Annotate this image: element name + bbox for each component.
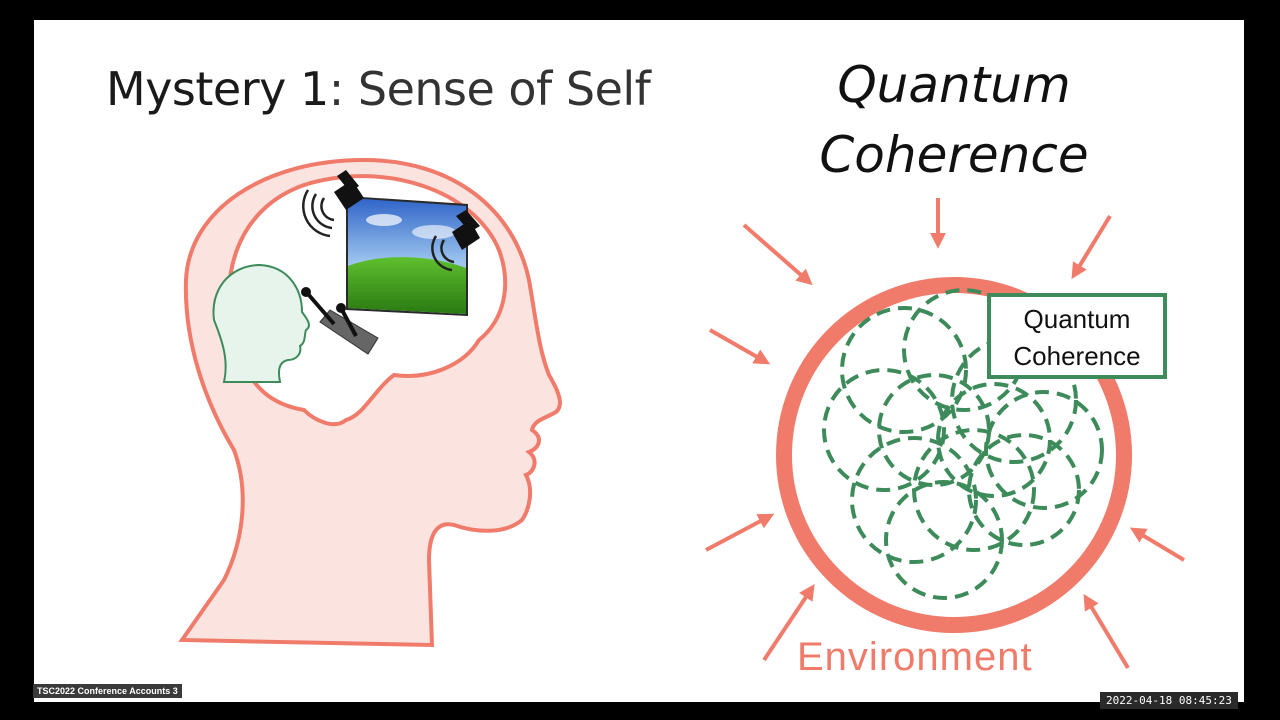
landscape-picture: [346, 196, 468, 316]
quantum-coherence-box: Quantum Coherence: [987, 293, 1167, 379]
slide-title-bold: Mystery 1: [106, 62, 329, 116]
quantum-coherence-heading: Quantum Coherence: [819, 56, 1089, 184]
participant-name-tag: TSC2022 Conference Accounts 3: [33, 684, 182, 698]
slide-title-rest: : Sense of Self: [328, 62, 651, 116]
environment-boundary: [776, 277, 1132, 633]
environment-arrows: [705, 198, 1186, 670]
slide-illustrations: [178, 157, 1186, 670]
presentation-slide: Mystery 1: Sense of Self Quantum Coheren…: [34, 20, 1244, 702]
slide-title: Mystery 1: Sense of Self: [106, 62, 651, 116]
recording-timestamp: 2022-04-18 08:45:23: [1100, 692, 1238, 709]
coherence-diagram: [705, 198, 1186, 670]
speaker-icon: [302, 170, 364, 238]
joystick-icon: [301, 287, 379, 355]
speaker-icon: [431, 210, 480, 272]
inner-self-head: [212, 263, 310, 383]
environment-label: Environment: [797, 635, 1033, 679]
